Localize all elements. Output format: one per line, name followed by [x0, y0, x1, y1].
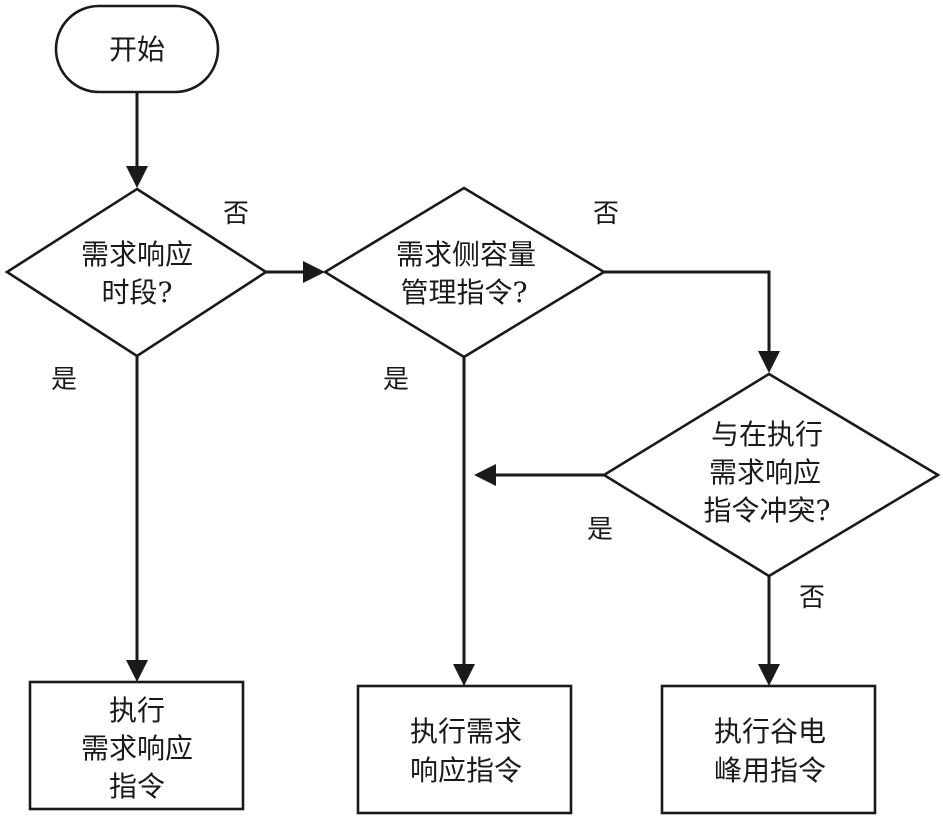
- decision-3-line-3: 指令冲突?: [703, 494, 830, 527]
- arrowhead-d1-d2: [303, 261, 325, 283]
- process-execute-demand-response-2: [356, 684, 573, 815]
- decision-2-line-2: 管理指令?: [400, 276, 527, 309]
- process-1-line-2: 需求响应: [81, 732, 193, 765]
- arrowhead-d3-yes: [474, 464, 496, 486]
- process-execute-valley-peak: [660, 684, 877, 815]
- arrowhead-d2-d3: [758, 351, 780, 373]
- process-2-line-1: 执行需求: [410, 715, 522, 748]
- process-2-line-2: 响应指令: [410, 754, 522, 787]
- process-1-line-3: 指令: [109, 770, 165, 803]
- edge-d2-d3: [604, 270, 771, 353]
- decision-3-line-1: 与在执行: [711, 418, 823, 451]
- edge-label-d2-no: 否: [593, 199, 619, 229]
- arrowhead-d1-p1: [126, 660, 148, 682]
- decision-2-line-1: 需求侧容量: [396, 238, 536, 271]
- edge-label-d1-no: 否: [223, 199, 249, 229]
- edge-label-d1-yes: 是: [51, 365, 77, 395]
- edge-label-d3-no: 否: [799, 583, 825, 613]
- start-label: 开始: [109, 33, 165, 66]
- process-3-line-2: 峰用指令: [714, 754, 826, 787]
- process-1-line-1: 执行: [109, 694, 165, 727]
- decision-3-line-2: 需求响应: [709, 456, 821, 489]
- decision-capacity-management: [322, 186, 607, 359]
- process-3-line-1: 执行谷电: [714, 715, 826, 748]
- decision-1-line-2: 时段?: [101, 276, 172, 309]
- arrowhead-start-d1: [126, 166, 148, 188]
- arrowhead-d2-p2: [453, 664, 475, 686]
- arrowhead-d3-p3: [758, 664, 780, 686]
- decision-1-line-1: 需求响应: [81, 238, 193, 271]
- process-execute-demand-response: [28, 680, 245, 811]
- edge-label-d2-yes: 是: [383, 365, 409, 395]
- edge-label-d3-yes: 是: [587, 515, 613, 545]
